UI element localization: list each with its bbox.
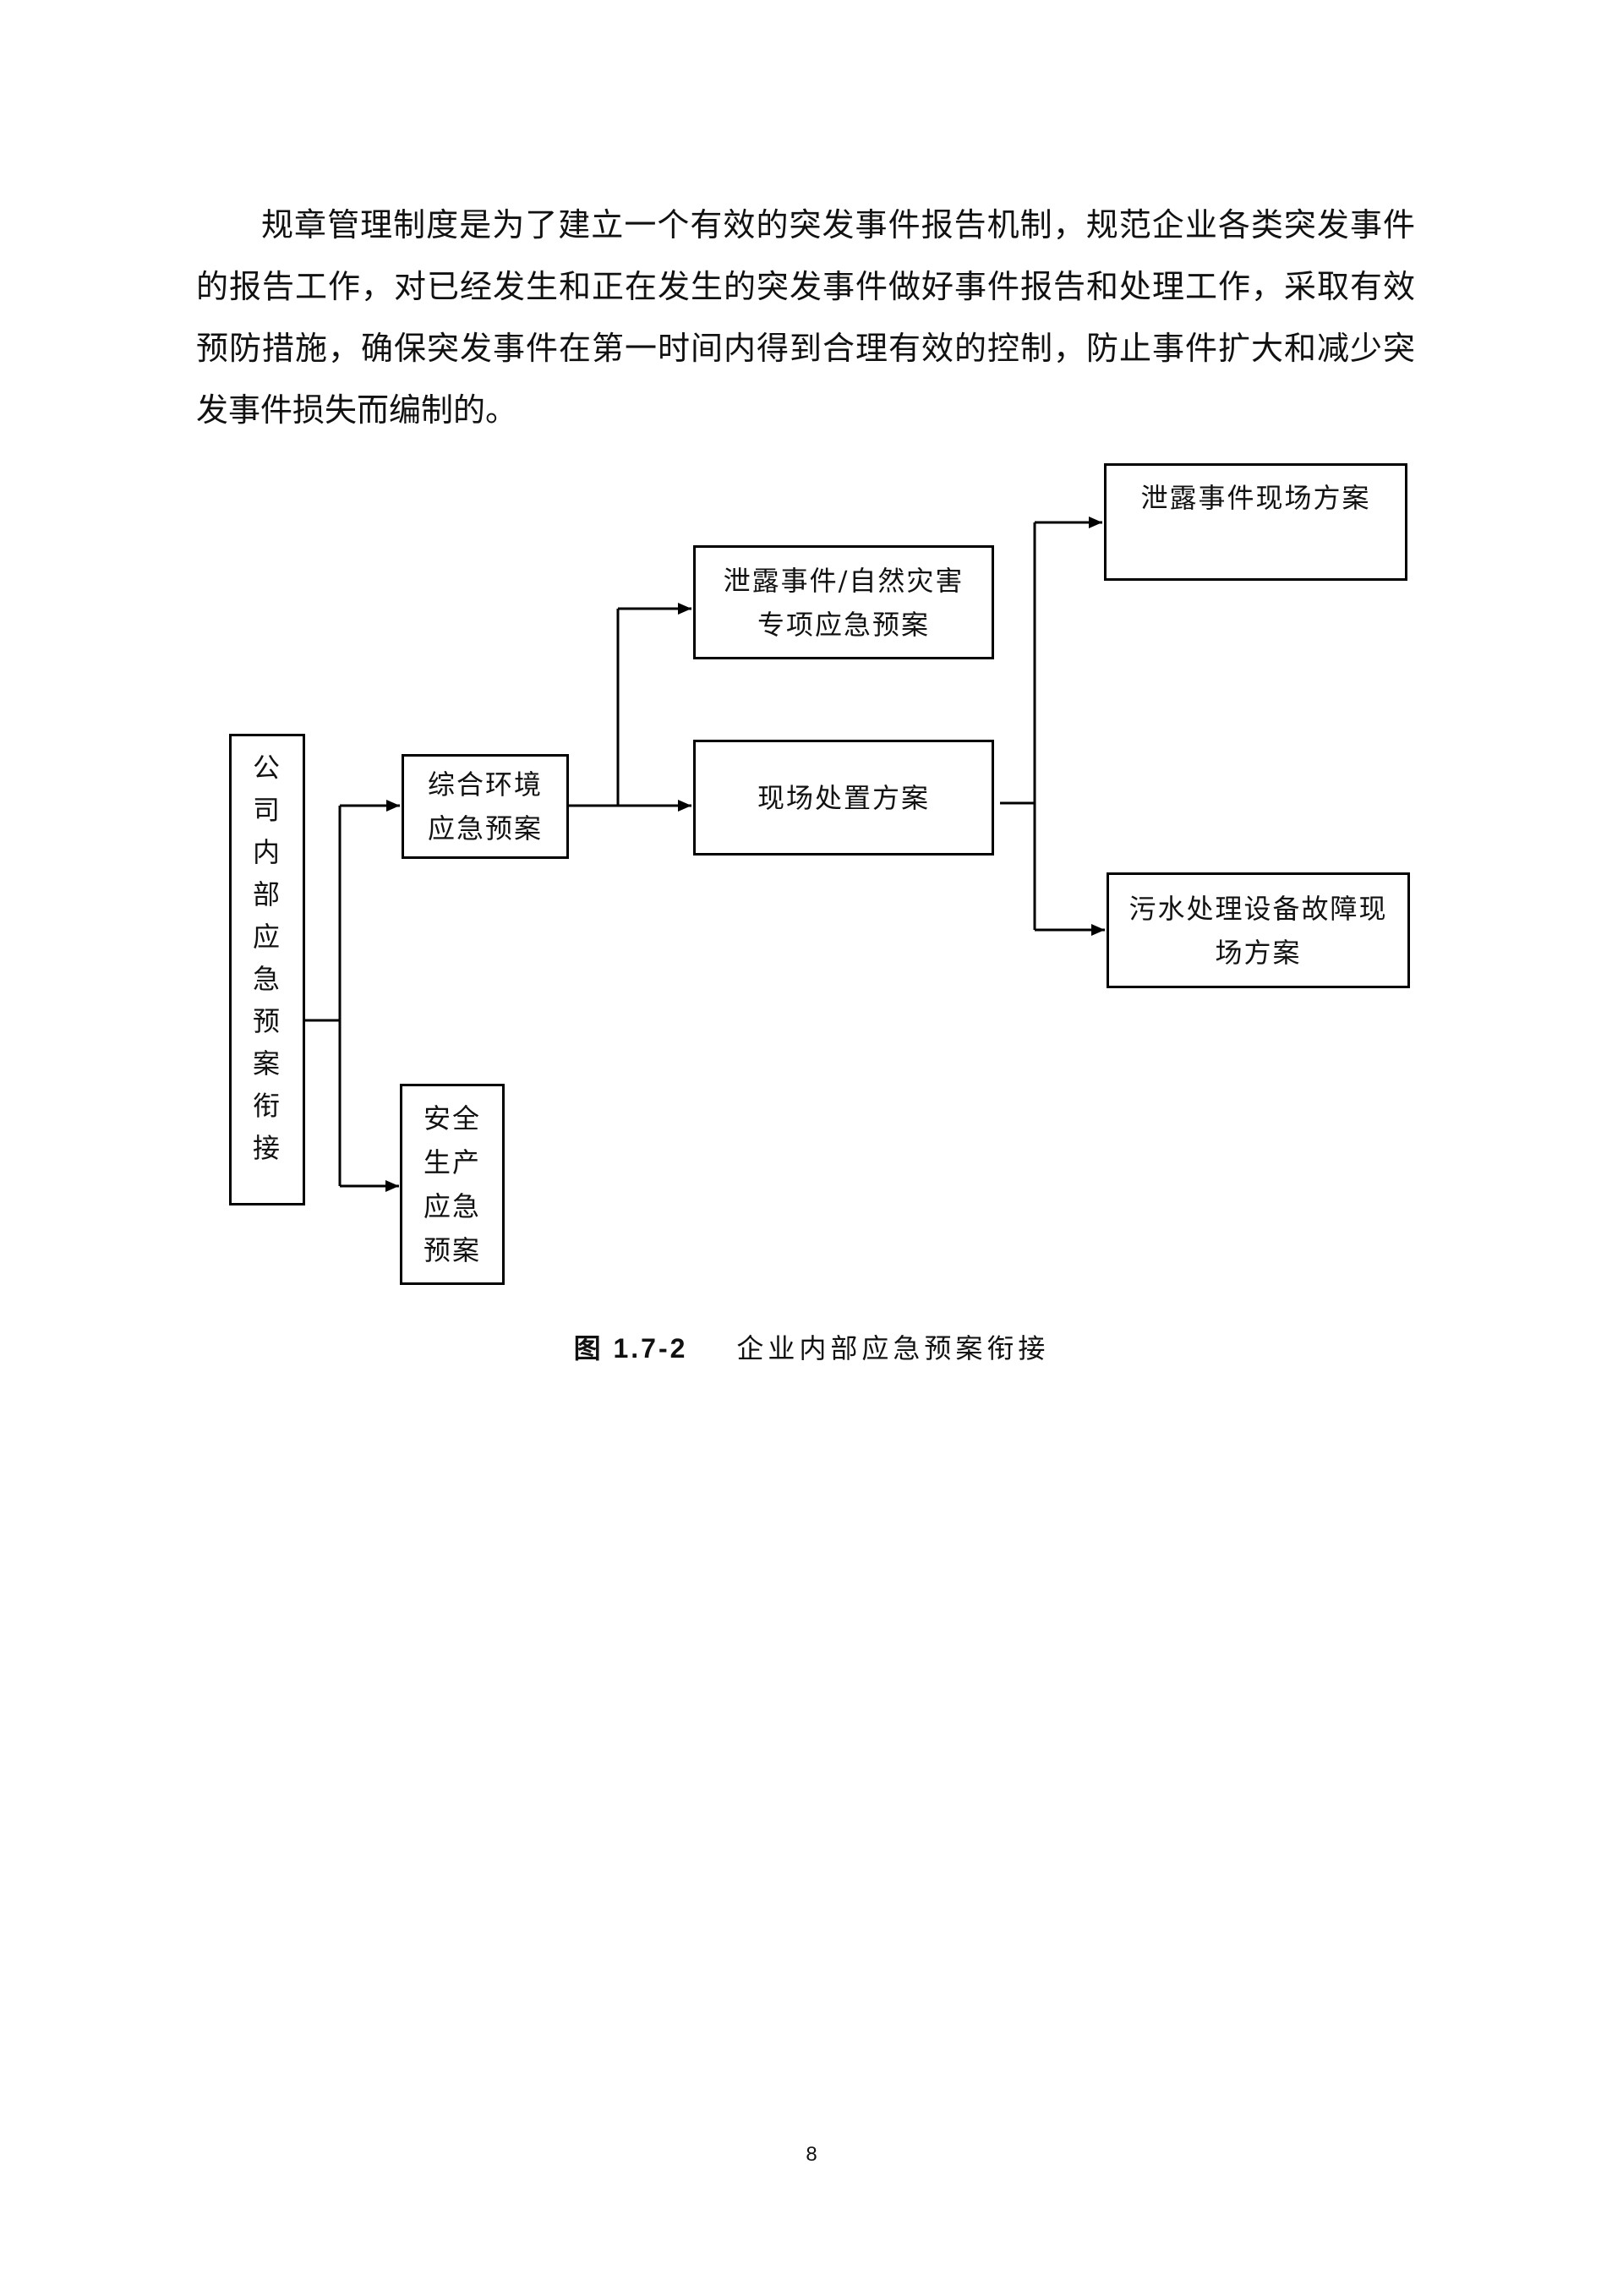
safety-plan-box: 安全 生产 应急 预案: [400, 1084, 505, 1285]
onsite-plan-label: 现场处置方案: [757, 781, 930, 814]
root-char: 公: [252, 752, 281, 784]
env-plan-line: 应急预案: [427, 812, 543, 845]
root-box-internal-plan-link: 公 司 内 部 应 急 预 案 衔 接: [229, 734, 305, 1205]
root-char: 案: [252, 1047, 281, 1080]
root-char: 衔: [252, 1090, 281, 1122]
sewage-onsite-line: 污水处理设备故障现: [1128, 892, 1388, 925]
root-char: 部: [252, 878, 281, 910]
body-paragraph: 规章管理制度是为了建立一个有效的突发事件报告机制，规范企业各类突发事件的报告工作…: [196, 194, 1415, 441]
onsite-plan-box: 现场处置方案: [693, 740, 994, 856]
leak-onsite-box: 泄露事件现场方案: [1104, 463, 1407, 581]
env-plan-line: 综合环境: [427, 768, 543, 801]
figure-caption: 图 1.7-2 企业内部应急预案衔接: [0, 1327, 1623, 1366]
root-char: 内: [252, 836, 281, 868]
safety-plan-line: 安全: [423, 1102, 481, 1134]
figure-title: 企业内部应急预案衔接: [736, 1332, 1050, 1364]
safety-plan-line: 应急: [423, 1190, 481, 1222]
root-char: 急: [252, 963, 281, 995]
special-plan-line: 专项应急预案: [757, 608, 930, 641]
env-plan-box: 综合环境 应急预案: [402, 754, 569, 859]
body-text: 规章管理制度是为了建立一个有效的突发事件报告机制，规范企业各类突发事件的报告工作…: [196, 206, 1415, 429]
root-char: 接: [252, 1132, 281, 1164]
leak-onsite-label: 泄露事件现场方案: [1140, 482, 1371, 514]
safety-plan-line: 生产: [423, 1146, 481, 1178]
sewage-onsite-box: 污水处理设备故障现 场方案: [1107, 872, 1410, 988]
page-number: 8: [806, 2143, 817, 2166]
root-char: 预: [252, 1005, 281, 1037]
sewage-onsite-line: 场方案: [1215, 936, 1302, 969]
root-char: 应: [252, 921, 281, 953]
special-plan-box: 泄露事件/自然灾害 专项应急预案: [693, 545, 994, 659]
root-char: 司: [252, 794, 281, 826]
safety-plan-line: 预案: [423, 1234, 481, 1266]
figure-number: 图 1.7-2: [573, 1333, 688, 1364]
special-plan-line: 泄露事件/自然灾害: [723, 564, 965, 597]
